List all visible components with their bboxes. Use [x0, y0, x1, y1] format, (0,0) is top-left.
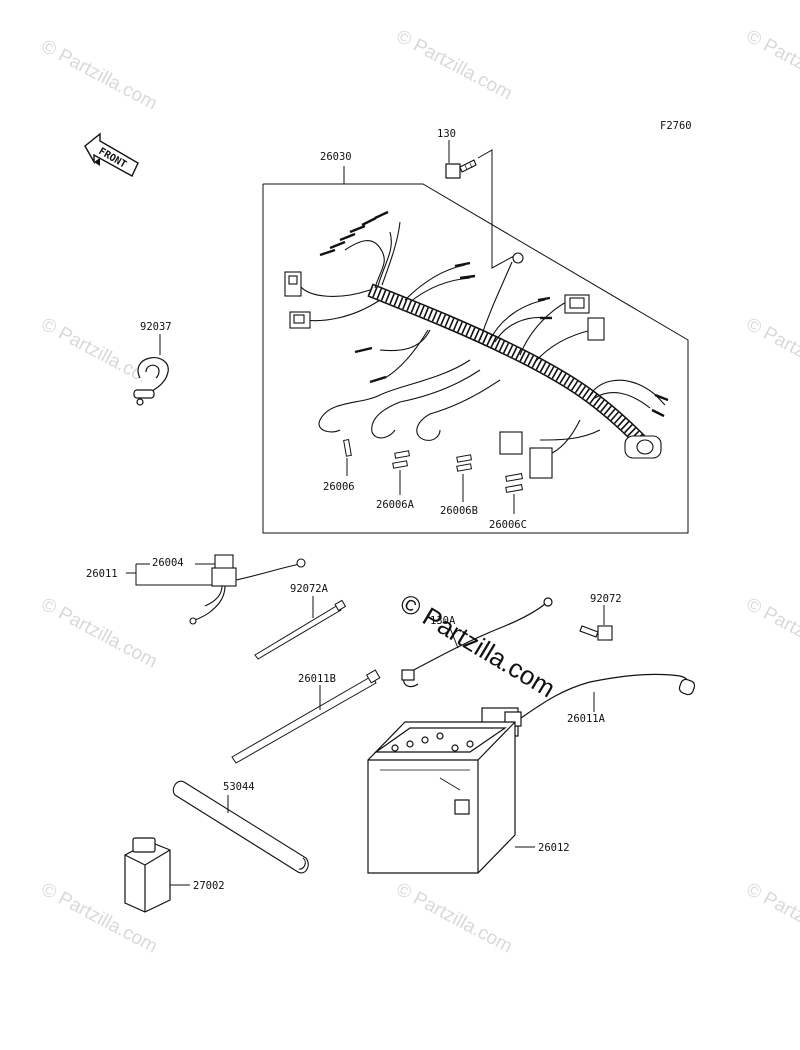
part-label-130a[interactable]: 92072	[590, 593, 622, 605]
relay-27002[interactable]	[124, 837, 171, 913]
part-label-53044[interactable]: 53044	[223, 781, 255, 793]
part-label-26004[interactable]: 26004	[152, 557, 184, 569]
part-label-92072a[interactable]: 92072A	[290, 583, 329, 595]
part-label-26006c[interactable]: 26006C	[489, 519, 527, 531]
harness-enclosure	[262, 166, 689, 534]
bolt-130a[interactable]	[579, 625, 613, 641]
bolt-130[interactable]	[445, 159, 477, 179]
tie-strap-92072[interactable]	[231, 669, 381, 764]
tie-strap-92072a[interactable]	[254, 599, 347, 660]
cable-26011b[interactable]	[401, 597, 553, 688]
watermark-text: © Partzilla.com	[743, 594, 800, 673]
terminal-26006b[interactable]	[456, 454, 472, 472]
sub-harness-26011[interactable]	[189, 554, 306, 625]
part-label-26030[interactable]: 26030	[320, 151, 352, 163]
tube-53044[interactable]	[172, 780, 309, 874]
battery-26012[interactable]	[367, 721, 516, 874]
watermark-text: © Partzilla.com	[38, 594, 161, 673]
watermark-text: © Partzilla.com	[743, 314, 800, 393]
watermark-text: © Partzilla.com	[743, 26, 800, 105]
part-label-26012[interactable]: 26012	[538, 842, 570, 854]
part-label-26006a[interactable]: 26006A	[376, 499, 415, 511]
watermark-text: © Partzilla.com	[743, 879, 800, 958]
part-label-26011a[interactable]: 26011A	[567, 713, 606, 725]
terminal-26006[interactable]	[343, 439, 352, 457]
terminal-26006c[interactable]	[505, 473, 523, 493]
part-label-92037[interactable]: 92037	[140, 321, 172, 333]
part-label-26011[interactable]: 26011	[86, 568, 118, 580]
part-label-26006b[interactable]: 26006B	[440, 505, 478, 517]
wiring-harness[interactable]	[284, 210, 669, 479]
part-label-26011b[interactable]: 130A	[430, 615, 456, 627]
diagram-code: F2760	[660, 120, 692, 132]
part-label-26006[interactable]: 26006	[323, 481, 355, 493]
watermark-text: © Partzilla.com	[38, 36, 161, 115]
terminal-26006a[interactable]	[392, 450, 410, 469]
watermark-text: © Partzilla.com	[393, 26, 516, 105]
center-watermark: © Partzilla.com	[395, 587, 561, 703]
part-label-92072[interactable]: 26011B	[298, 673, 336, 685]
front-arrow-icon: FRONT	[84, 132, 139, 177]
clamp-92037[interactable]	[133, 357, 169, 406]
part-label-27002[interactable]: 27002	[193, 880, 225, 892]
part-label-130[interactable]: 130	[437, 128, 456, 140]
watermark-text: © Partzilla.com	[393, 879, 516, 958]
